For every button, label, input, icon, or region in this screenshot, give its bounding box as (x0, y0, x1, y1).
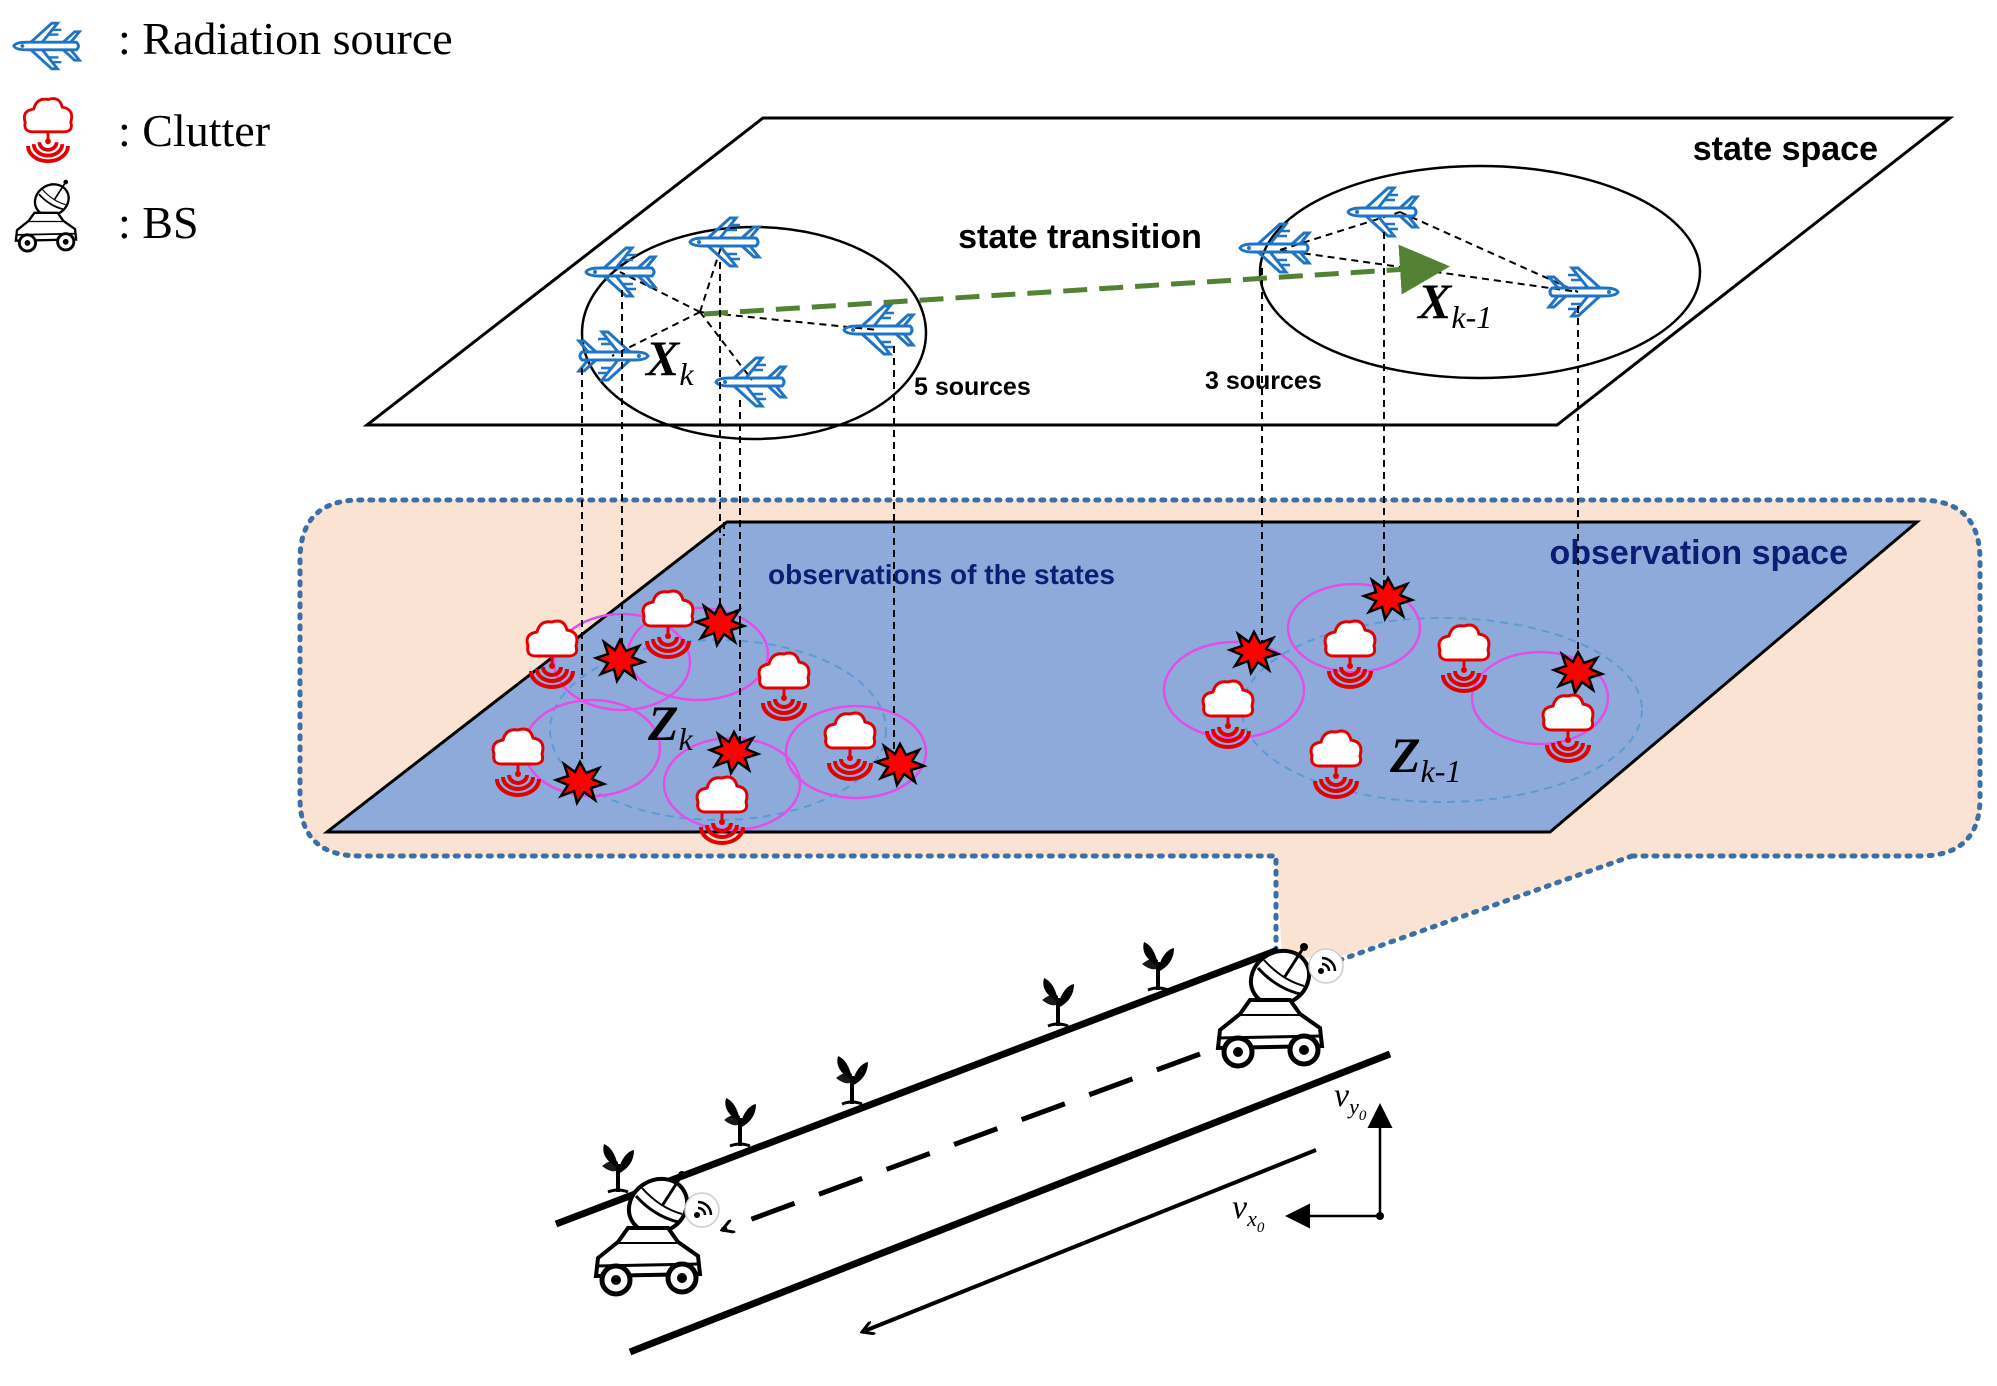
state-set-k-label: Xk (644, 330, 694, 392)
state-transition-arrow (703, 244, 1450, 317)
road-scene: vy0 vx0 (554, 940, 1393, 1356)
road-edge-lower (628, 1050, 1392, 1356)
state-space-parallelogram (362, 116, 1955, 427)
tree-icon (600, 1142, 636, 1194)
observation-set-k-label: Zk (647, 695, 694, 757)
three-sources-label: 3 sources (1205, 367, 1322, 395)
projection-lines (581, 232, 1579, 778)
legend-clutter-icon (22, 96, 74, 164)
legend-clutter-label: : Clutter (118, 105, 270, 156)
tree-icon (722, 1096, 758, 1148)
legend: : Radiation source : Clutter : BS (12, 13, 453, 253)
legend-airplane-icon (12, 21, 81, 71)
bs-vehicle-icon (1218, 940, 1322, 1066)
signal-icon (683, 1191, 721, 1229)
state-space-plane: state space state transition (362, 116, 1955, 441)
observations-caption: observations of the states (768, 559, 1115, 590)
road-edge-upper (554, 946, 1280, 1228)
bs-vehicle-icon (596, 1168, 700, 1294)
signal-icon (1307, 947, 1345, 985)
legend-bs-label: : BS (118, 197, 199, 248)
five-sources-label: 5 sources (914, 373, 1031, 401)
observation-set-k1-label: Zk-1 (1389, 727, 1461, 789)
state-space-label: state space (1693, 130, 1878, 168)
state-transition-label: state transition (958, 218, 1202, 256)
vx-label: vx0 (1232, 1189, 1265, 1236)
tree-icon (1140, 940, 1176, 992)
observation-space-plane: observation space observations of the st… (322, 232, 1922, 845)
state-set-k1-ellipse (1258, 164, 1702, 380)
observation-space-label: observation space (1549, 534, 1848, 572)
vy-label: vy0 (1334, 1077, 1367, 1124)
tree-icon (1040, 976, 1076, 1028)
tree-icon (834, 1054, 870, 1106)
travel-direction-arrow (862, 1148, 1317, 1332)
legend-bs-vehicle-icon (14, 176, 78, 253)
observation-set-k1-ellipse (1241, 617, 1643, 803)
legend-radiation-source-label: : Radiation source (118, 13, 453, 64)
road-center-dashed-arrow (722, 1051, 1201, 1230)
state-set-k1-label: Xk-1 (1416, 273, 1492, 335)
